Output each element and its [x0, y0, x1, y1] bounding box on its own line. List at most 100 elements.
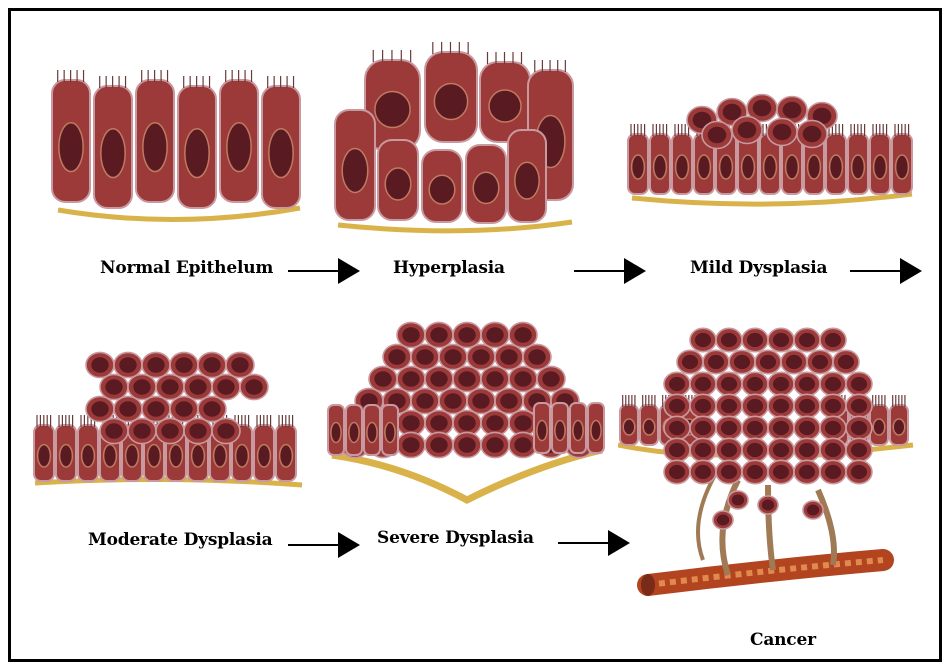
- severe-dysplasia-illustration: [322, 305, 612, 510]
- columnar-cell: [826, 124, 846, 194]
- columnar-cell: [508, 130, 546, 222]
- stage-label-severe: Severe Dysplasia: [377, 528, 534, 548]
- columnar-cell: [570, 403, 586, 453]
- columnar-cell: [650, 124, 670, 194]
- dysplastic-cell: [820, 328, 846, 351]
- arrow-right-icon: [288, 530, 362, 560]
- dysplastic-cell: [411, 344, 439, 369]
- dysplastic-cell: [690, 328, 716, 351]
- dysplastic-cell: [703, 350, 729, 373]
- dysplastic-cell: [397, 322, 425, 347]
- columnar-cell: [534, 403, 550, 453]
- dysplastic-cell: [690, 394, 716, 417]
- columnar-cell: [870, 395, 888, 445]
- dysplastic-cell: [114, 396, 142, 421]
- dysplastic-cell: [523, 344, 551, 369]
- dysplastic-cell: [728, 491, 748, 509]
- columnar-cell: [136, 70, 174, 202]
- dysplastic-cell: [509, 322, 537, 347]
- dysplastic-cell: [198, 352, 226, 377]
- dysplastic-cell: [820, 416, 846, 439]
- dysplastic-cell: [411, 388, 439, 413]
- hyperplasia-illustration: [330, 40, 600, 240]
- dysplastic-cell: [729, 350, 755, 373]
- dysplastic-cell: [198, 396, 226, 421]
- columnar-cell: [34, 415, 54, 481]
- columnar-cell: [640, 395, 658, 445]
- dysplastic-cell: [383, 344, 411, 369]
- dysplastic-cell: [742, 416, 768, 439]
- columnar-cell: [56, 415, 76, 481]
- columnar-cell: [52, 70, 90, 202]
- dysplastic-cell: [716, 328, 742, 351]
- dysplastic-cell: [453, 322, 481, 347]
- dysplastic-cell: [86, 352, 114, 377]
- dysplastic-cell: [664, 438, 690, 461]
- dysplastic-cell: [716, 438, 742, 461]
- dysplastic-cell: [846, 438, 872, 461]
- dysplastic-cell: [369, 366, 397, 391]
- dysplastic-cell: [397, 366, 425, 391]
- columnar-cell: [328, 405, 344, 455]
- columnar-cell: [425, 42, 477, 142]
- columnar-cell: [848, 124, 868, 194]
- dysplastic-cell: [742, 460, 768, 483]
- dysplastic-cell: [100, 418, 128, 443]
- dysplastic-cell: [732, 117, 762, 144]
- columnar-cell: [552, 403, 568, 453]
- dysplastic-cell: [86, 396, 114, 421]
- cancer-illustration: [618, 320, 918, 625]
- dysplastic-cell: [833, 350, 859, 373]
- stage-label-moderate: Moderate Dysplasia: [88, 530, 272, 550]
- dysplastic-cell: [846, 372, 872, 395]
- dysplastic-cell: [114, 352, 142, 377]
- dysplastic-cell: [170, 396, 198, 421]
- mild-dysplasia-illustration: [622, 90, 922, 220]
- dysplastic-cell: [156, 374, 184, 399]
- dysplastic-cell: [664, 372, 690, 395]
- dysplastic-cell: [240, 374, 268, 399]
- stage-label-normal: Normal Epithelum: [100, 258, 273, 278]
- columnar-cell: [364, 405, 380, 455]
- dysplastic-cell: [794, 460, 820, 483]
- dysplastic-cell: [716, 394, 742, 417]
- dysplastic-cell: [425, 322, 453, 347]
- dysplastic-cell: [820, 372, 846, 395]
- dysplastic-cell: [453, 432, 481, 457]
- dysplastic-cell: [509, 432, 537, 457]
- dysplastic-cell: [439, 344, 467, 369]
- dysplastic-cell: [713, 511, 733, 529]
- dysplastic-cell: [664, 460, 690, 483]
- arrow-right-icon: [288, 256, 362, 286]
- stage-label-hyperplasia: Hyperplasia: [393, 258, 505, 278]
- dysplastic-cell: [742, 394, 768, 417]
- dysplastic-cell: [797, 121, 827, 148]
- columnar-cell: [466, 145, 506, 223]
- arrow-right-icon: [558, 528, 632, 558]
- dysplastic-cell: [156, 418, 184, 443]
- columnar-cell: [178, 76, 216, 208]
- dysplastic-cell: [184, 374, 212, 399]
- columnar-cell: [262, 76, 300, 208]
- dysplastic-cell: [820, 394, 846, 417]
- stage-label-cancer: Cancer: [750, 630, 816, 650]
- arrow-right-icon: [574, 256, 648, 286]
- columnar-cell: [220, 70, 258, 202]
- dysplastic-cell: [742, 328, 768, 351]
- dysplastic-cell: [742, 372, 768, 395]
- dysplastic-cell: [716, 372, 742, 395]
- dysplastic-cell: [425, 432, 453, 457]
- dysplastic-cell: [820, 460, 846, 483]
- dysplastic-cell: [742, 438, 768, 461]
- dysplastic-cell: [481, 366, 509, 391]
- dysplastic-cell: [846, 416, 872, 439]
- dysplastic-cell: [664, 394, 690, 417]
- columnar-cell: [870, 124, 890, 194]
- stage-label-mild: Mild Dysplasia: [690, 258, 827, 278]
- dysplastic-cell: [767, 119, 797, 146]
- columnar-cell: [422, 150, 462, 222]
- dysplastic-cell: [755, 350, 781, 373]
- dysplastic-cell: [226, 352, 254, 377]
- dysplastic-cell: [128, 374, 156, 399]
- columnar-cell: [588, 403, 604, 453]
